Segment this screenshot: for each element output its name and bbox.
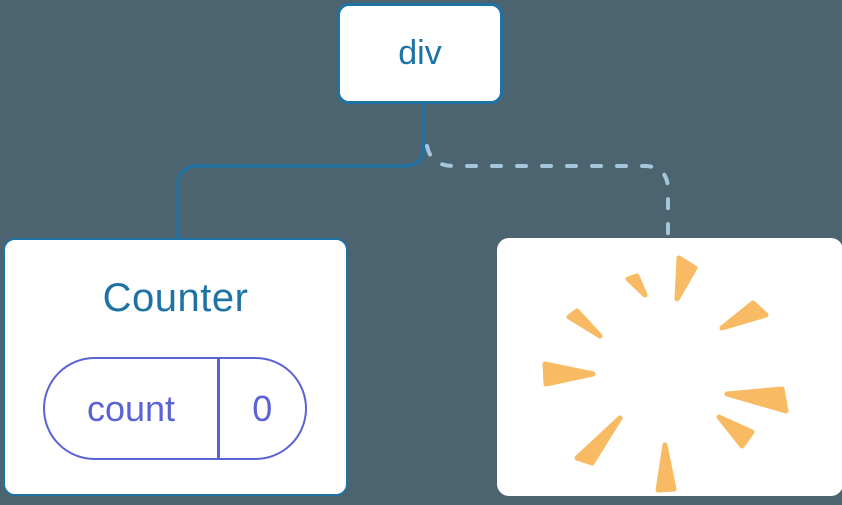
connector-dashed-line bbox=[425, 144, 670, 241]
root-node-label: div bbox=[398, 34, 442, 72]
state-pill: count 0 bbox=[43, 357, 307, 460]
counter-component-card: Counter count 0 bbox=[3, 238, 348, 496]
root-node-div: div bbox=[337, 3, 503, 104]
counter-title: Counter bbox=[102, 276, 249, 320]
state-key-label: count bbox=[86, 387, 176, 429]
state-value: 0 bbox=[252, 387, 273, 429]
removed-component-card bbox=[497, 238, 842, 496]
state-pill-divider bbox=[217, 359, 220, 458]
connector-solid-line bbox=[176, 102, 426, 241]
